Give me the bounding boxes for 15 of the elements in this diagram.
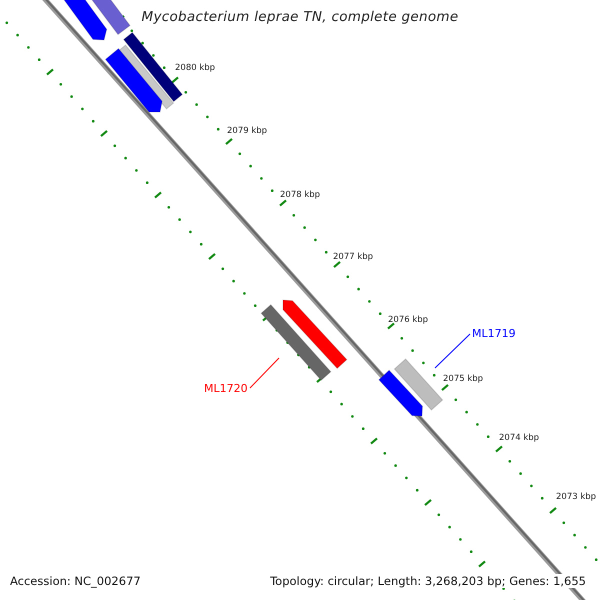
position-label: 2078 kbp: [280, 190, 320, 200]
genome-info-text: Topology: circular; Length: 3,268,203 bp; Genes: 1,655: [270, 574, 586, 588]
position-label: 2077 kbp: [333, 252, 374, 262]
gene-label: ML1720: [204, 383, 248, 394]
position-label: 2074 kbp: [499, 433, 540, 443]
leader-line: [434, 334, 470, 368]
position-label: 2073 kbp: [556, 492, 596, 502]
accession-text: Accession: NC_002677: [10, 574, 141, 588]
position-label: 2075 kbp: [443, 374, 484, 384]
position-label: 2079 kbp: [227, 126, 268, 136]
position-label: 2080 kbp: [175, 63, 216, 73]
position-label: 2076 kbp: [388, 315, 428, 325]
leader-line: [250, 358, 280, 388]
map-title: Mycobacterium leprae TN, complete genome: [140, 9, 460, 25]
gene-label: ML1719: [472, 328, 516, 339]
